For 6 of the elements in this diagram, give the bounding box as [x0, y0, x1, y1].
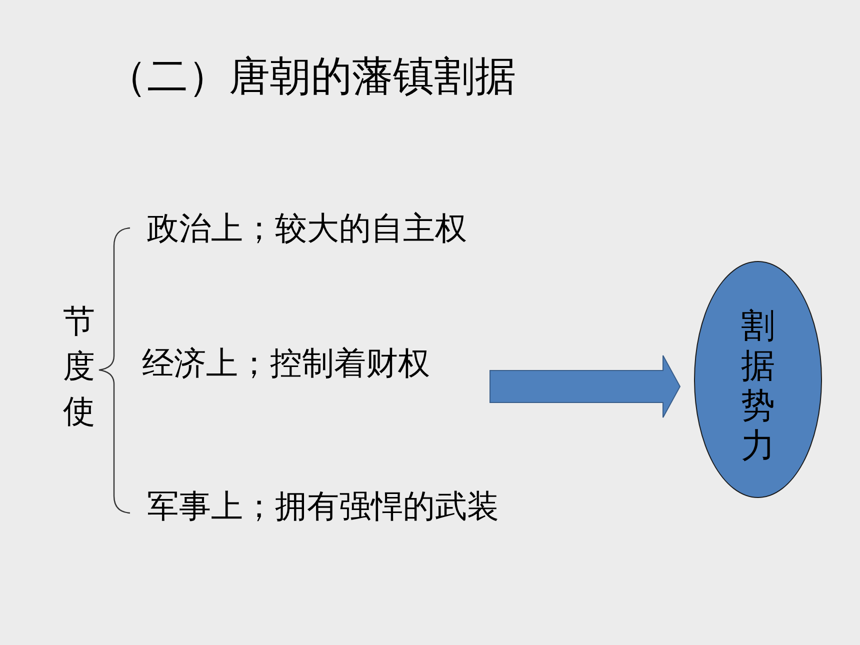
title: （二）唐朝的藩镇割据 — [106, 51, 516, 102]
item-text: 政治上；较大的自主权 — [147, 208, 467, 248]
vertical-label: 节度使 — [60, 299, 98, 434]
item-text: 军事上；拥有强悍的武装 — [147, 486, 499, 526]
block-arrow — [490, 355, 681, 418]
item-text: 经济上；控制着财权 — [142, 343, 430, 383]
